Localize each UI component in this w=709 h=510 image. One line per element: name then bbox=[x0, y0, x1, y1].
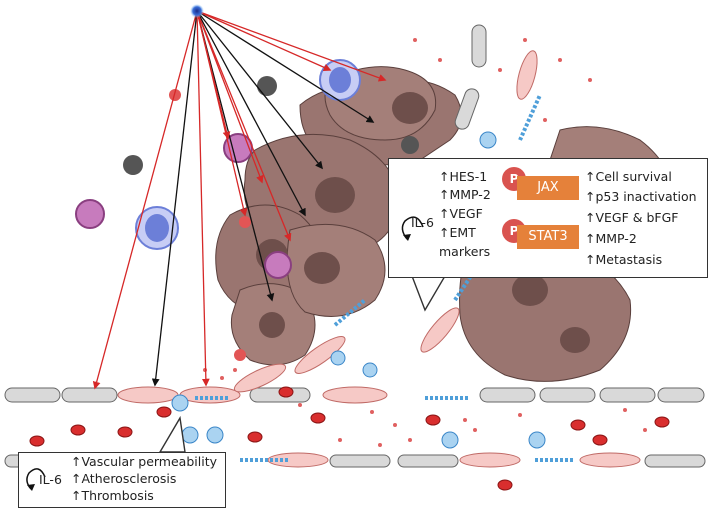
effect-metastasis: ↑Metastasis bbox=[585, 252, 663, 267]
il6-source bbox=[190, 4, 204, 18]
immune-cells bbox=[75, 59, 546, 449]
effect-vegf-bfgf: ↑VEGF & bFGF bbox=[585, 210, 679, 225]
effect-mmp2-right: ↑MMP-2 bbox=[585, 231, 637, 246]
top-callout-pointer bbox=[410, 275, 447, 312]
effect-emt: ↑EMT bbox=[439, 225, 476, 240]
effect-atherosclerosis: ↑Atherosclerosis bbox=[71, 471, 177, 486]
bottom-callout-pointer bbox=[158, 415, 186, 453]
cytokine-dots bbox=[203, 38, 647, 447]
kinase-jax: JAX bbox=[517, 176, 579, 200]
effect-cell-survival: ↑Cell survival bbox=[585, 169, 672, 184]
effect-vegf-left: ↑VEGF bbox=[439, 206, 483, 221]
effect-hes1: ↑HES-1 bbox=[439, 169, 488, 184]
effect-mmp2-left: ↑MMP-2 bbox=[439, 187, 491, 202]
effect-markers: markers bbox=[439, 244, 491, 259]
bottom-callout-box: IL-6 ↑Vascular permeability ↑Atheroscler… bbox=[18, 452, 226, 508]
il6-label-top: IL-6 bbox=[411, 215, 434, 230]
top-callout-box: IL-6 ↑HES-1 ↑MMP-2 ↑VEGF ↑EMT markers P … bbox=[388, 158, 708, 278]
effect-p53-inactivation: ↑p53 inactivation bbox=[585, 189, 697, 204]
sprouting-vessel bbox=[233, 24, 538, 393]
signal-arrows bbox=[92, 4, 387, 390]
blood-vessel-upper-wall bbox=[4, 386, 705, 404]
il6-label-bottom: IL-6 bbox=[39, 472, 62, 487]
effect-thrombosis: ↑Thrombosis bbox=[71, 488, 154, 503]
autocrine-loop-icon bbox=[401, 216, 424, 241]
effect-vascular-permeability: ↑Vascular permeability bbox=[71, 454, 217, 469]
kinase-stat3: STAT3 bbox=[517, 225, 579, 249]
autocrine-loop-icon-bottom bbox=[26, 468, 46, 491]
red-blood-cells bbox=[29, 386, 670, 491]
